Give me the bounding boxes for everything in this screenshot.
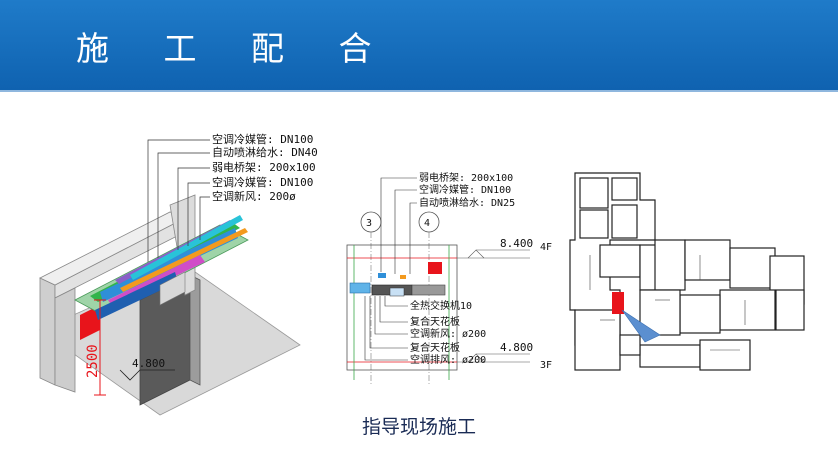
sec-label-bottom-4: 复合天花板 xyxy=(410,341,460,354)
grid-bubble-3: 3 xyxy=(366,218,372,229)
floor-plan-details xyxy=(589,255,746,351)
level-bottom-value: 4.800 xyxy=(500,341,533,354)
sec-label-top-2: 空调冷媒管: DN100 xyxy=(419,183,511,196)
caption: 指导现场施工 xyxy=(361,416,476,438)
sec-label-bottom-3: 空调新风: ø200 xyxy=(410,327,486,340)
iso-label-5: 空调新风: 200ø xyxy=(212,189,296,203)
iso-elevation: 4.800 xyxy=(132,357,165,370)
isometric-model xyxy=(39,139,301,416)
level-bottom-floor: 3F xyxy=(540,360,552,371)
section-labels: 3 4 弱电桥架: 200x100 空调冷媒管: DN100 自动喷淋给水: D… xyxy=(366,171,552,371)
sec-label-bottom-1: 全热交换机10 xyxy=(410,299,472,312)
sec-label-top-3: 自动喷淋给水: DN25 xyxy=(419,196,515,209)
level-top-floor: 4F xyxy=(540,242,552,253)
section-drawing xyxy=(346,177,530,385)
iso-label-3: 弱电桥架: 200x100 xyxy=(212,161,316,174)
sec-label-bottom-5: 空调排风: ø200 xyxy=(410,353,486,366)
highlight-location xyxy=(612,292,624,314)
title-divider xyxy=(0,90,838,92)
iso-dim-vertical: 2500 xyxy=(85,344,101,378)
page-title: 施 工 配 合 xyxy=(76,29,394,68)
sec-label-bottom-2: 复合天花板 xyxy=(410,315,460,328)
level-top-value: 8.400 xyxy=(500,237,533,250)
iso-label-2: 自动喷淋给水: DN40 xyxy=(212,146,318,159)
iso-label-4: 空调冷媒管: DN100 xyxy=(212,175,313,189)
isometric-labels: 空调冷媒管: DN100 自动喷淋给水: DN40 弱电桥架: 200x100 … xyxy=(85,132,318,378)
iso-label-1: 空调冷媒管: DN100 xyxy=(212,132,313,146)
floor-plan xyxy=(569,172,805,371)
view-direction-pointer xyxy=(621,309,661,343)
title-bar: 施 工 配 合 xyxy=(0,0,838,90)
grid-bubble-4: 4 xyxy=(424,218,430,229)
sec-label-top-1: 弱电桥架: 200x100 xyxy=(419,171,513,184)
